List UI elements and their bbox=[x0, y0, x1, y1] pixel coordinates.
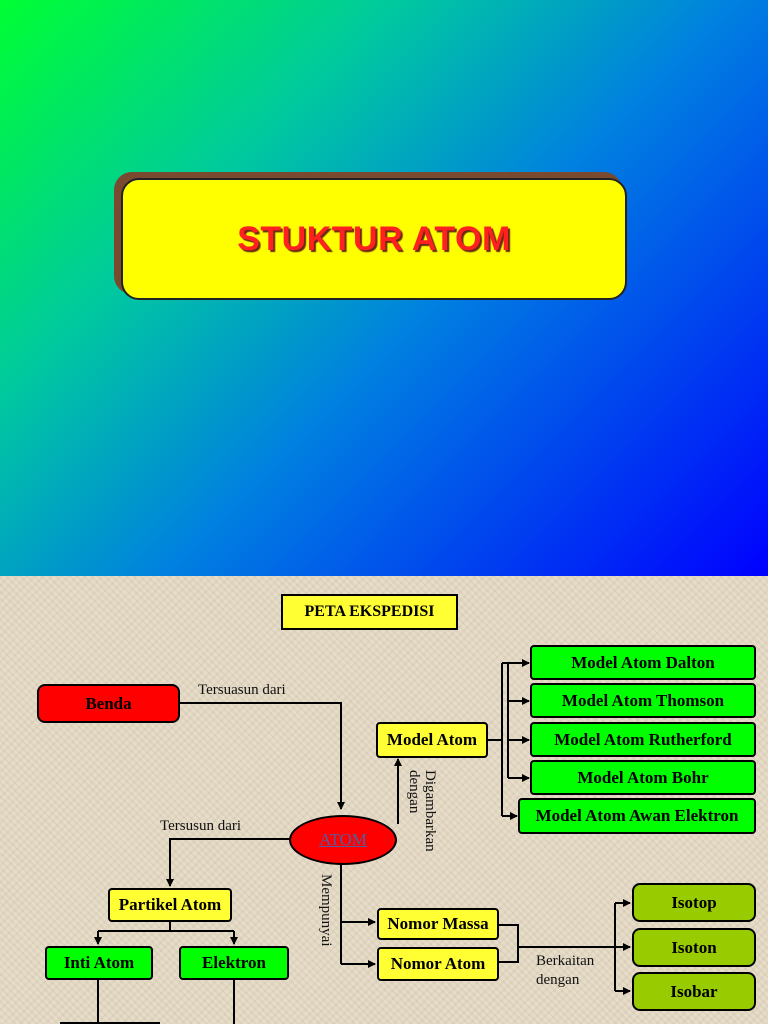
label-mempunyai: Mempunyai bbox=[318, 874, 334, 947]
title-slide: STUKTUR ATOM bbox=[0, 0, 768, 576]
slide-title: STUKTUR ATOM bbox=[237, 219, 511, 258]
node-elektron: Elektron bbox=[179, 946, 289, 980]
node-nomor-atom: Nomor Atom bbox=[377, 947, 499, 981]
label-berkaitan: Berkaitan bbox=[536, 953, 595, 969]
title-box: STUKTUR ATOM bbox=[121, 178, 627, 300]
node-model-dalton: Model Atom Dalton bbox=[530, 645, 756, 680]
node-model-atom: Model Atom bbox=[376, 722, 488, 758]
label-tersuasun-dari: Tersuasun dari bbox=[198, 682, 286, 698]
node-nomor-massa: Nomor Massa bbox=[377, 908, 499, 940]
label-digambarkan-dengan: Digambarkan dengan bbox=[406, 770, 438, 852]
connector-lines bbox=[60, 659, 631, 1024]
node-model-bohr: Model Atom Bohr bbox=[530, 760, 756, 795]
node-benda: Benda bbox=[37, 684, 180, 723]
label-dengan: dengan bbox=[536, 972, 580, 988]
node-partikel-atom: Partikel Atom bbox=[108, 888, 232, 922]
node-isoton: Isoton bbox=[632, 928, 756, 967]
node-isobar: Isobar bbox=[632, 972, 756, 1011]
concept-map-slide: PETA EKSPEDISI Benda Tersuasun dari ATOM… bbox=[0, 576, 768, 1024]
node-model-thomson: Model Atom Thomson bbox=[530, 683, 756, 718]
node-atom-label: ATOM bbox=[319, 830, 367, 849]
node-atom: ATOM bbox=[289, 815, 397, 865]
map-header: PETA EKSPEDISI bbox=[281, 594, 458, 630]
label-tersusun-dari: Tersusun dari bbox=[160, 818, 242, 834]
node-model-awan-elektron: Model Atom Awan Elektron bbox=[518, 798, 756, 834]
node-inti-atom: Inti Atom bbox=[45, 946, 153, 980]
node-isotop: Isotop bbox=[632, 883, 756, 922]
node-model-rutherford: Model Atom Rutherford bbox=[530, 722, 756, 757]
